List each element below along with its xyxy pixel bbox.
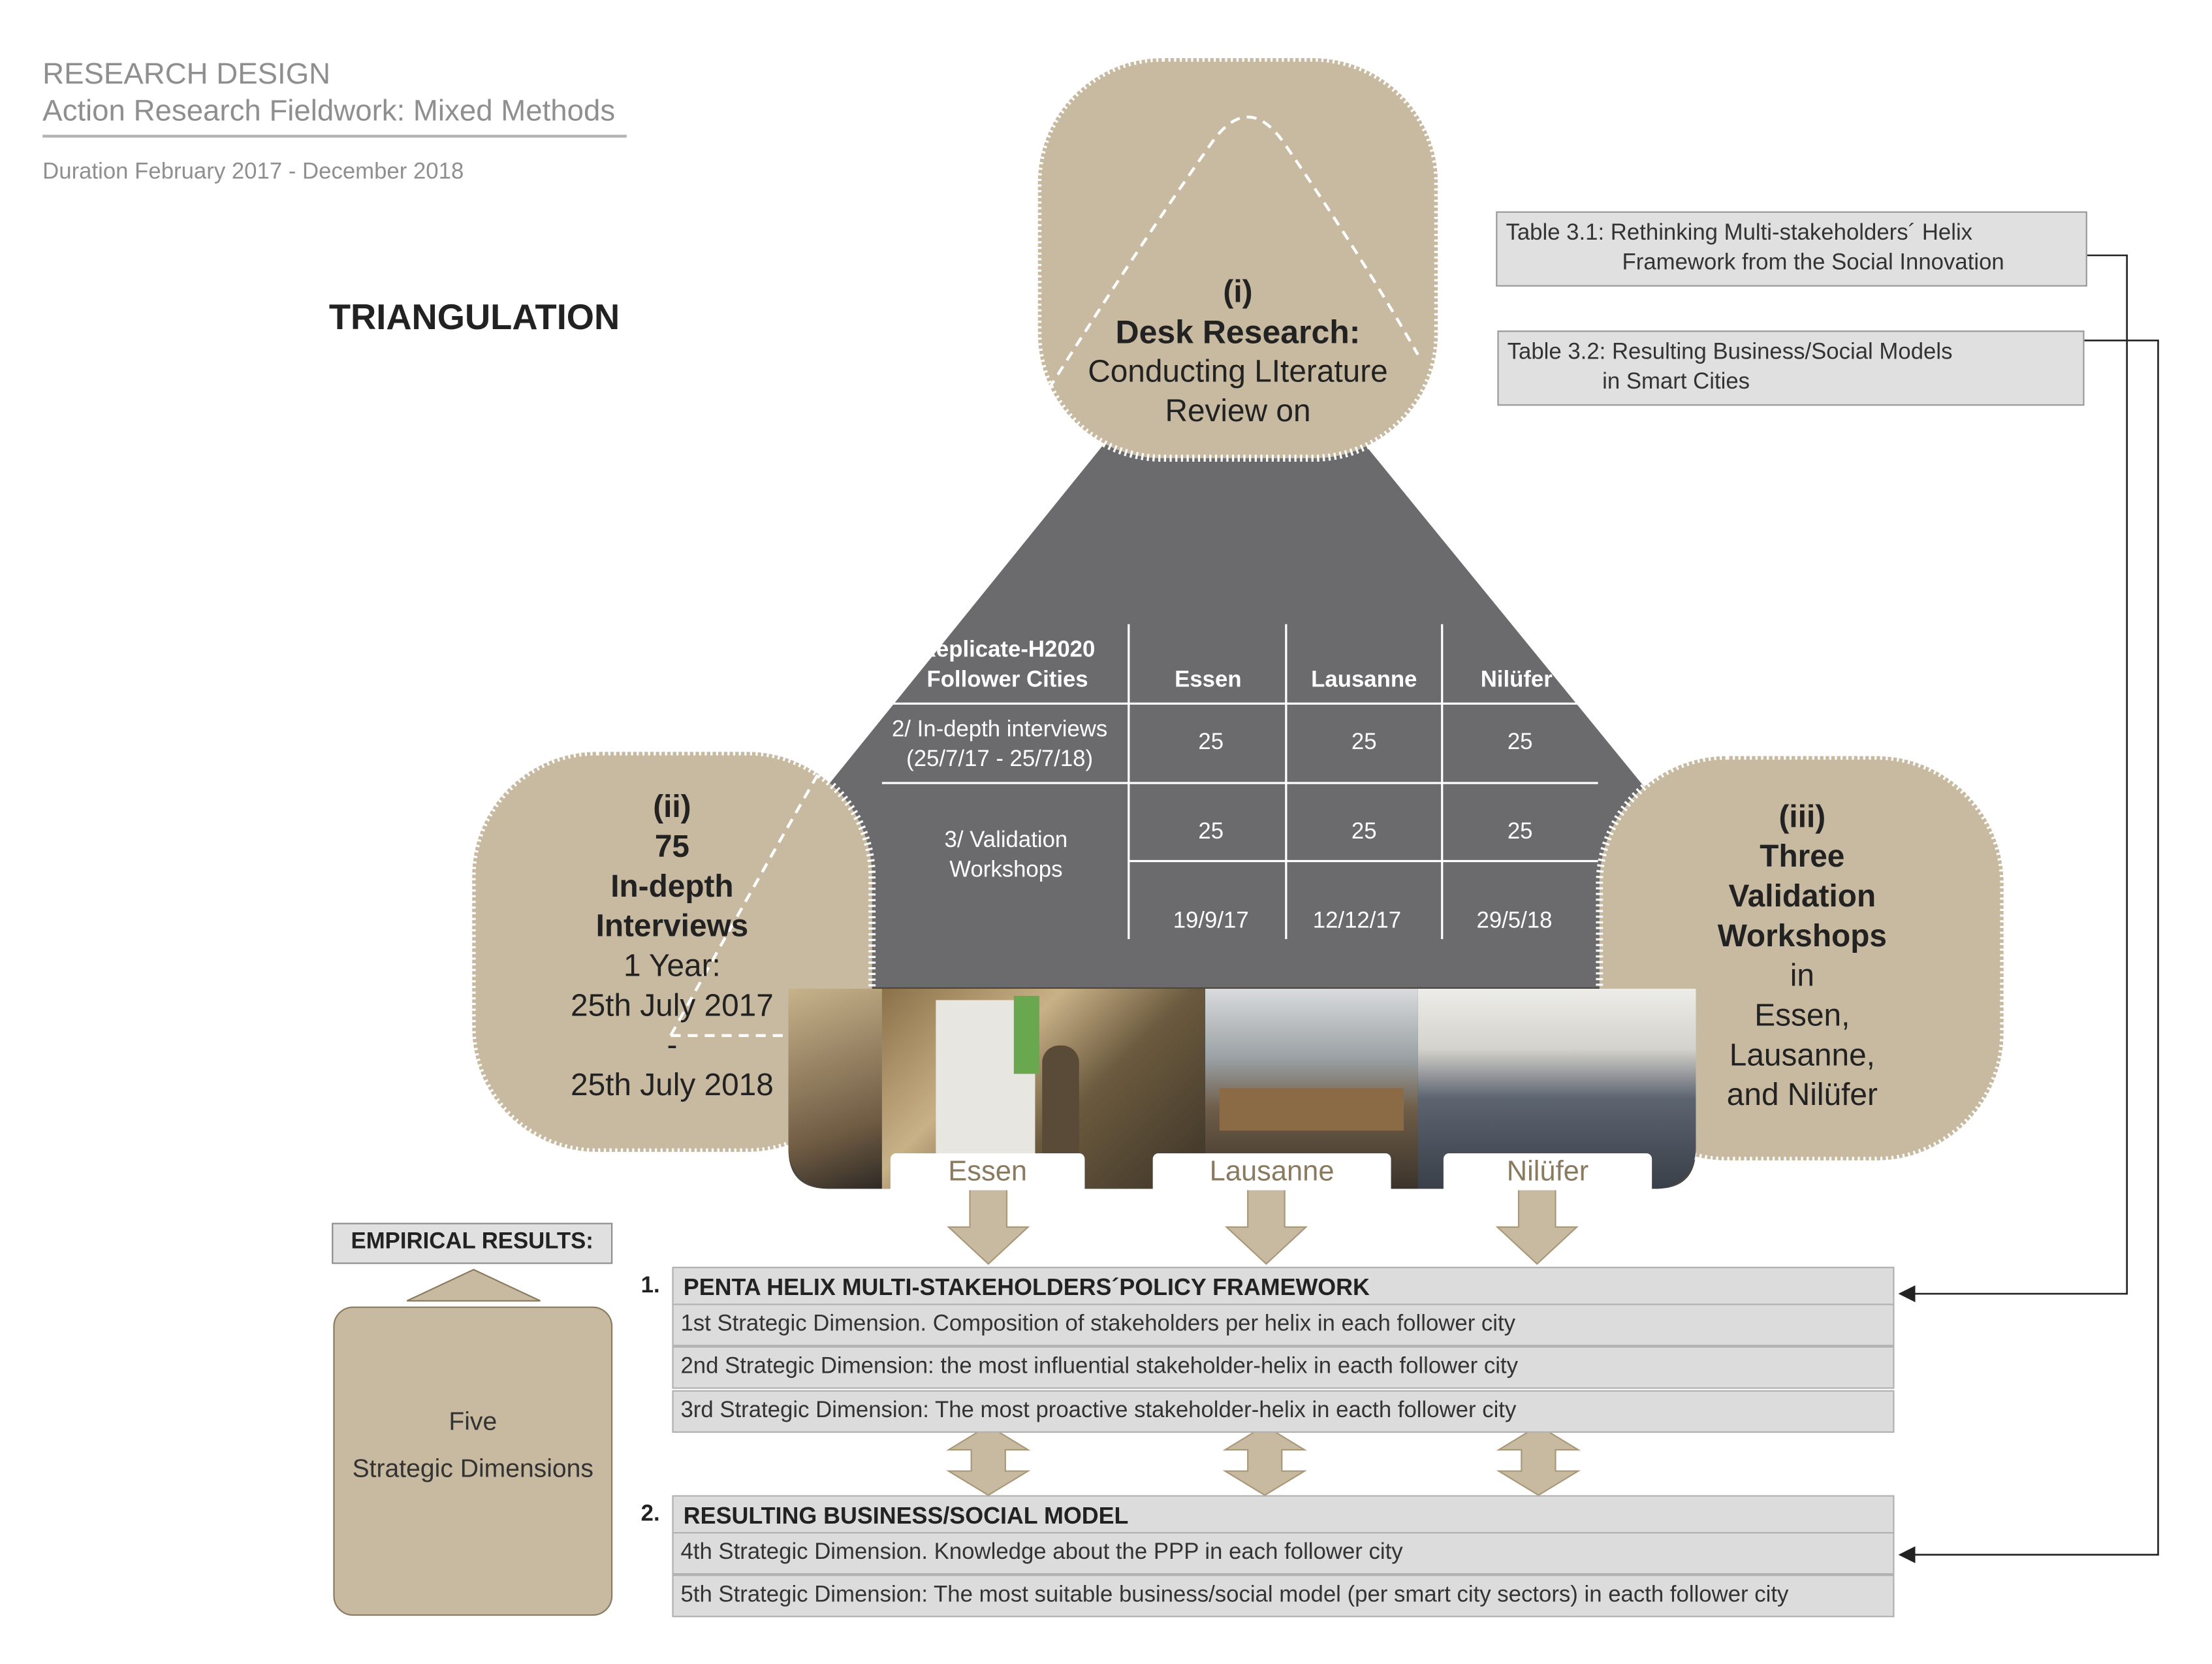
desk-research-number: (i) [1223,274,1253,310]
connector-table-3-2 [1898,340,2159,1563]
desk-research-blob [1034,54,1442,462]
workshops-title1: Three [1760,838,1845,874]
duration-text: Duration February 2017 - December 2018 [42,160,464,185]
triangle-background [777,283,1695,993]
table-header-nilufer: Nilüfer [1480,668,1553,693]
table-cell: 12/12/17 [1312,909,1402,934]
workshops-line4: and Nilüfer [1726,1076,1878,1113]
interviews-label-line1: 2/ In-depth interviews [891,718,1108,743]
table-3-2-line2: in Smart Cities [1602,370,1750,394]
strategic-dimensions-label: Strategic Dimensions [352,1454,593,1482]
connector-table-3-1 [1898,254,2128,1303]
table-header-essen: Essen [1175,668,1242,693]
table-cell: 25 [1507,820,1533,844]
interviews-text: (ii) 75 In-depth Interviews 1 Year: 25th… [486,788,858,1106]
down-arrows [947,1188,1579,1265]
desk-research-title: Desk Research: [1115,313,1361,351]
result-number-1: 1. [640,1273,660,1298]
table-corner: Replicate-H2020 Follower Cities [891,635,1124,695]
interviews-title1: In-depth [610,868,734,904]
strategic-dimension-5: 5th Strategic Dimension: The most suitab… [672,1575,1895,1618]
header-subtitle: Action Research Fieldwork: Mixed Methods [42,95,616,128]
workshops-line1: in [1790,957,1814,993]
result-heading-2: RESULTING BUSINESS/SOCIAL MODEL [672,1495,1895,1538]
table-cell: 19/9/17 [1173,909,1249,934]
workshops-line2: Essen, [1754,997,1850,1033]
interviews-title2: Interviews [595,908,749,944]
strategic-dimension-2: 2nd Strategic Dimension: the most influe… [672,1346,1895,1389]
five-strategic-dimensions-box: Five Strategic Dimensions [333,1306,613,1616]
table-row-interviews-label: 2/ In-depth interviews (25/7/17 - 25/7/1… [872,715,1128,775]
interviews-line3: - [667,1027,678,1063]
workshops-number: (iii) [1778,798,1826,835]
table-3-2-box: Table 3.2: Resulting Business/Social Mod… [1497,330,2085,406]
table-cell: 25 [1198,730,1224,755]
table-cell: 25 [1198,820,1224,844]
table-cell: 25 [1351,730,1377,755]
interviews-line1: 1 Year: [624,948,721,984]
strategic-dimension-3: 3rd Strategic Dimension: The most proact… [672,1390,1895,1433]
table-row-workshops-label: 3/ Validation Workshops [882,825,1130,885]
table-grid [881,624,1598,939]
interviews-count: 75 [654,828,690,864]
photo-essen-left [788,989,882,1189]
table-corner-line2: Follower Cities [926,668,1088,693]
table-3-2-line1: Table 3.2: Resulting Business/Social Mod… [1507,340,1953,365]
table-3-1-box: Table 3.1: Rethinking Multi-stakeholders… [1496,211,2087,287]
workshops-title2: Validation [1728,878,1876,914]
photo-label-nilufer: Nilüfer [1443,1153,1652,1191]
table-3-1-line1: Table 3.1: Rethinking Multi-stakeholders… [1506,221,1973,246]
table-3-1-line2: Framework from the Social Innovation [1622,251,2004,276]
table-corner-line1: Replicate-H2020 [919,638,1096,663]
workshops-blob [1596,752,2008,1164]
workshops-label-line1: 3/ Validation [944,828,1068,853]
triangulation-heading: TRIANGULATION [328,298,620,338]
double-arrows [946,1424,1581,1496]
dashed-triangle-outline [669,116,1419,1036]
interviews-line4: 25th July 2018 [571,1066,774,1102]
table-header-lausanne: Lausanne [1311,668,1417,693]
photo-label-lausanne: Lausanne [1152,1153,1391,1191]
header-title: RESEARCH DESIGN [42,58,331,91]
empirical-results-label: EMPIRICAL RESULTS: [332,1223,613,1264]
workshops-label-line2: Workshops [949,858,1063,883]
desk-research-line1: Conducting LIterature [1088,353,1388,389]
interviews-number: (ii) [653,788,691,825]
result-heading-1: PENTA HELIX MULTI-STAKEHOLDERS´POLICY FR… [672,1266,1895,1309]
table-cell: 25 [1351,820,1377,844]
table-cell: 29/5/18 [1476,909,1553,934]
up-triangle [406,1268,541,1302]
five-label: Five [449,1407,498,1436]
strategic-dimension-1: 1st Strategic Dimension. Composition of … [672,1304,1895,1347]
strategic-dimension-4: 4th Strategic Dimension. Knowledge about… [672,1531,1895,1575]
table-cell: 25 [1507,730,1533,755]
desk-research-line2: Review on [1165,392,1311,429]
photo-label-essen: Essen [890,1153,1085,1191]
interviews-line2: 25th July 2017 [571,987,774,1023]
workshops-text: (iii) Three Validation Workshops in Esse… [1617,797,1988,1115]
workshops-line3: Lausanne, [1729,1036,1875,1073]
header-divider [42,135,627,138]
interviews-label-line2: (25/7/17 - 25/7/18) [906,747,1094,772]
desk-research-text: (i) Desk Research: Conducting LIterature… [1052,272,1423,431]
workshops-title3: Workshops [1717,918,1887,953]
result-number-2: 2. [640,1502,660,1527]
